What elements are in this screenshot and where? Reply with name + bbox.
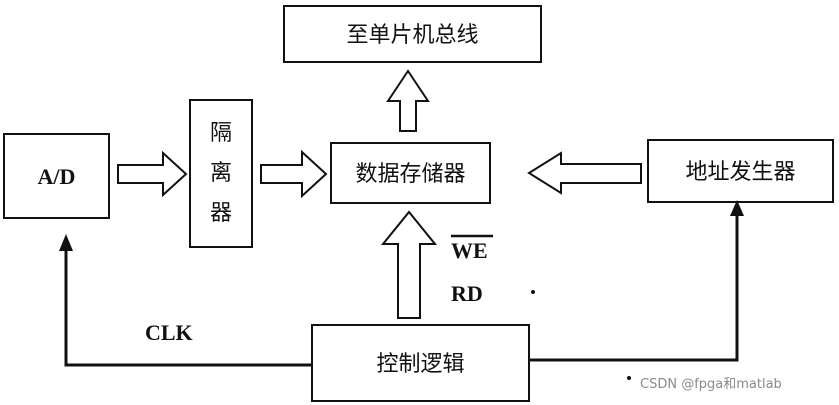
data-memory-box [330, 142, 491, 204]
rd-signal-label: RD [451, 281, 483, 306]
isolator-char-2: 离 [210, 161, 232, 186]
mcu-bus-box [283, 5, 542, 63]
control-to-address-arrowhead [730, 200, 744, 216]
isolator-box [189, 99, 253, 248]
clk-signal-label: CLK [145, 320, 193, 345]
mcu-bus-label: 至单片机总线 [346, 23, 478, 48]
data-memory-label: 数据存储器 [355, 162, 465, 187]
control-logic-label: 控制逻辑 [376, 352, 464, 377]
control-to-address-wire [529, 212, 739, 362]
address-generator-label: 地址发生器 [685, 160, 795, 185]
clk-wire [64, 248, 312, 367]
scan-dot [627, 376, 631, 380]
ad-converter-box [3, 133, 110, 219]
control-logic-box [311, 324, 530, 402]
ad-to-isolator-arrow [117, 150, 188, 198]
ad-converter-label: A/D [38, 164, 76, 189]
address-generator-box [647, 139, 834, 203]
isolator-char-3: 器 [210, 201, 232, 226]
csdn-watermark: CSDN @fpga和matlab [640, 377, 782, 392]
address-to-memory-arrow [527, 151, 642, 195]
scan-dot [531, 290, 535, 294]
memory-to-bus-arrow [386, 69, 430, 132]
isolator-char-1: 隔 [210, 121, 232, 146]
clk-arrowhead [59, 234, 73, 251]
control-to-memory-arrow [380, 210, 438, 319]
isolator-to-memory-arrow [260, 149, 328, 199]
we-signal-label: WE [451, 238, 488, 263]
